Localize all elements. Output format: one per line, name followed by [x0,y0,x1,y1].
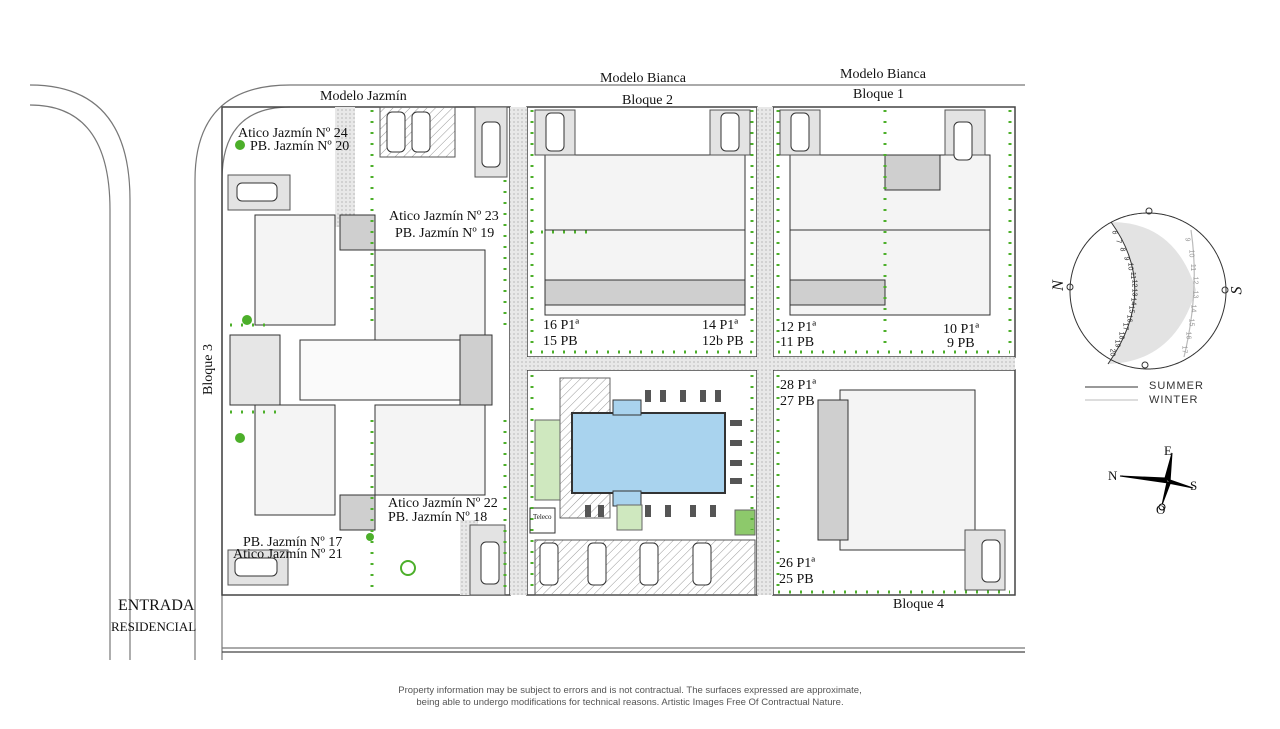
unit-22: Atico Jazmín Nº 22 [388,496,498,511]
bianca-buildings [544,154,991,551]
unit-21: Atico Jazmín Nº 21 [233,547,343,562]
sun-hour-summer: 17 [1121,322,1129,331]
unit-17: PB. Jazmín Nº 17 [243,535,343,550]
unit-9: 9 PB [947,336,975,351]
sun-path-diagram [1066,207,1229,401]
disclaimer-line-1: Property information may be subject to e… [398,685,862,696]
unit-25: 25 PB [779,572,814,587]
legend-summer: SUMMER [1149,380,1204,392]
unit-11: 11 PB [780,335,815,350]
compass-s: S [1190,478,1198,493]
compass-n: N [1108,468,1118,483]
sun-hour-summer: 14 [1129,297,1137,305]
sun-hour-winter: 10 [1187,249,1195,258]
loungers [585,390,742,517]
legend-winter: WINTER [1149,394,1199,406]
sun-hour-summer: 6 [1110,230,1118,235]
pool-area [529,377,756,536]
unit-10: 10 P1ª [943,322,980,337]
cars [234,111,1001,586]
sun-hour-winter: 14 [1189,304,1197,313]
sun-north-label: N [1049,280,1067,291]
sun-hour-winter: 13 [1190,290,1198,299]
label-bloque-3: Bloque 3 [200,344,216,395]
unit-14: 14 P1ª [702,318,739,333]
unit-27: 27 PB [780,394,815,409]
unit-12: 12 P1ª [780,320,817,335]
label-teleco: Teleco [533,513,552,521]
unit-28: 28 P1ª [780,378,817,393]
swimming-pool [571,412,726,494]
sun-south-label: S [1228,286,1246,295]
entrance-label-2: RESIDENCIAL [111,619,197,634]
jazmin-buildings [229,214,493,531]
sun-hour-summer: 7 [1114,239,1122,244]
unit-23: Atico Jazmín Nº 23 [389,209,499,224]
label-modelo-bianca-1: Modelo Bianca [840,67,926,82]
unit-19: PB. Jazmín Nº 19 [395,226,495,241]
unit-20: PB. Jazmín Nº 20 [250,139,350,154]
label-bloque-1: Bloque 1 [853,87,904,102]
compass-o: O [1156,502,1166,517]
sun-hour-winter: 16 [1184,331,1192,340]
sun-hour-winter: 9 [1183,237,1191,242]
sun-hour-winter: 17 [1180,345,1188,354]
hedges [230,110,1012,594]
entrance-label-1: ENTRADA [118,597,195,614]
unit-16: 16 P1ª [543,318,580,333]
sun-hour-summer: 9 [1122,256,1130,261]
walkways [335,107,1015,595]
disclaimer: Property information may be subject to e… [330,685,930,709]
sun-hour-winter: 15 [1187,318,1195,326]
compass-e: E [1164,443,1172,458]
sun-hour-summer: 19 [1113,340,1121,348]
sun-hour-summer: 12 [1130,280,1138,288]
sun-hour-winter: 12 [1190,276,1198,285]
sun-hour-summer: 18 [1117,331,1125,340]
sun-hour-summer: 20 [1108,348,1116,357]
plants [235,140,416,576]
sun-hour-summer: 8 [1118,247,1126,252]
sun-hour-summer: 10 [1126,262,1134,271]
disclaimer-line-2: being able to undergo modifications for … [416,697,844,708]
sun-hour-summer: 11 [1128,271,1136,279]
label-bloque-2: Bloque 2 [622,93,673,108]
sun-hour-winter: 11 [1189,263,1197,271]
unit-15: 15 PB [543,334,578,349]
label-bloque-4: Bloque 4 [893,597,944,612]
sun-hour-summer: 16 [1125,314,1133,323]
unit-12b: 12b PB [702,334,744,349]
unit-26: 26 P1ª [779,556,816,571]
label-modelo-bianca-2: Modelo Bianca [600,71,686,86]
sun-hour-summer: 13 [1130,288,1138,297]
sun-hour-summer: 15 [1127,305,1135,314]
unit-18: PB. Jazmín Nº 18 [388,510,488,525]
label-modelo-jazmin: Modelo Jazmín [320,89,407,104]
compass-rose-icon [1119,452,1194,511]
unit-24: Atico Jazmín Nº 24 [238,126,348,141]
